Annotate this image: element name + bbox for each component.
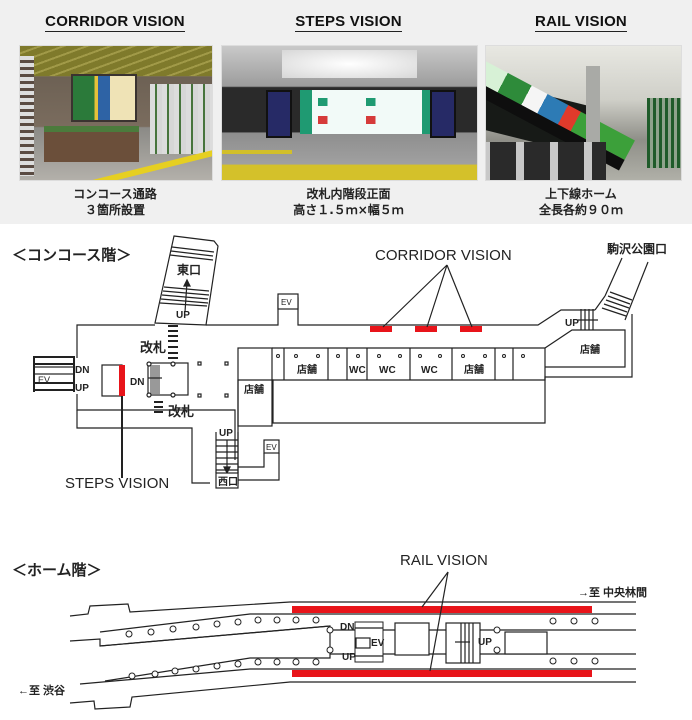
ev-label: EV — [38, 375, 50, 385]
up-arrow-line — [184, 281, 188, 313]
platform-section-label: ＜ホーム階＞ — [12, 561, 102, 579]
photo-info-panel-left — [266, 90, 292, 138]
left-ev-stairs — [33, 356, 75, 392]
dn-label: DN — [340, 622, 354, 633]
rail-vision-marker-upper — [292, 606, 592, 613]
steps-vision-marker — [119, 365, 125, 396]
dn-label: DN — [130, 377, 144, 388]
east-exit-stairs — [154, 235, 219, 326]
to-shibuya-label: ←至 渋谷 — [18, 683, 66, 697]
up-arrow-icon — [183, 278, 191, 287]
callout-leader — [426, 264, 448, 328]
room-shop: 店舗 — [297, 363, 317, 376]
up-label: UP — [478, 637, 492, 648]
exit-east-label: 東口 — [177, 262, 201, 277]
card-title: RAIL VISION — [535, 13, 627, 32]
card-caption: コンコース通路 ３箇所設置 — [73, 187, 157, 217]
platform-pillars — [125, 616, 599, 680]
steps-vision-callout: STEPS VISION — [65, 475, 169, 492]
photo-ceiling — [20, 46, 212, 76]
photo-green-wall — [647, 98, 681, 168]
up-label: UP — [75, 383, 89, 394]
up-label: UP — [342, 652, 356, 663]
gate-label-north: 改札 — [140, 340, 166, 355]
card-caption: 改札内階段正面 高さ１.５ｍ×幅５ｍ — [293, 187, 404, 217]
corridor-vision-photo — [19, 45, 213, 181]
card-steps-vision: STEPS VISION 改札内階段正面 高さ１.５ｍ×幅５ｍ — [221, 0, 478, 224]
ev-box — [277, 293, 299, 310]
photo-pillar — [586, 66, 600, 166]
up-label: UP — [219, 428, 233, 439]
ev-label: EV — [371, 638, 385, 649]
komazawa-exit — [544, 257, 649, 368]
room-wc: WC — [379, 365, 396, 376]
down-arrow-icon — [223, 466, 231, 475]
card-title: CORRIDOR VISION — [45, 13, 185, 32]
to-chuo-rinkan-label: →至 中央林間 — [578, 585, 647, 599]
up-label: UP — [565, 318, 579, 329]
photo-signage-screen — [71, 74, 137, 122]
ev-label: EV — [266, 443, 277, 452]
photo-planter — [44, 126, 139, 162]
ticket-gate-area — [146, 325, 229, 413]
photo-wall-slats — [150, 84, 212, 154]
card-title: STEPS VISION — [295, 13, 402, 32]
room-shop: 店舗 — [244, 383, 264, 396]
photo-tactile-stripe — [222, 150, 292, 154]
corridor-vision-markers — [370, 264, 482, 332]
callout-leader — [429, 571, 449, 672]
rail-vision-marker-lower — [292, 670, 592, 677]
photo-platform-doors — [486, 142, 606, 180]
room-wc: WC — [421, 365, 438, 376]
callout-leader — [421, 571, 449, 608]
corridor-vision-callout: CORRIDOR VISION — [375, 247, 512, 264]
room-wc: WC — [349, 365, 366, 376]
gate-label-south: 改札 — [168, 404, 194, 419]
photo-ceiling-light — [282, 50, 417, 78]
concourse-section-label: ＜コンコース階＞ — [12, 246, 131, 264]
platform-ev-stairs — [354, 621, 548, 664]
corridor-vision-marker — [415, 326, 437, 332]
steps-vision-photo — [221, 45, 478, 181]
room-shop: 店舗 — [464, 363, 484, 376]
floor-plans: ＜コンコース階＞ 東口 UP DN EV UP STEPS VISION DN — [12, 235, 667, 710]
callout-leader — [382, 264, 448, 328]
dn-label: DN — [75, 365, 89, 376]
photo-wall-grille — [20, 56, 34, 176]
rail-vision-callout: RAIL VISION — [400, 552, 488, 569]
card-caption: 上下線ホーム 全長各約９０ｍ — [538, 187, 623, 217]
exit-komazawa-label: 駒沢公園口 — [607, 241, 667, 256]
corridor-vision-marker — [370, 326, 392, 332]
callout-leader — [446, 264, 473, 328]
ev-label: EV — [281, 298, 292, 307]
rail-vision-photo — [485, 45, 682, 181]
card-rail-vision: RAIL VISION 上下線ホーム 全長各約９０ｍ — [470, 0, 692, 224]
corridor-vision-marker — [460, 326, 482, 332]
room-shop: 店舗 — [580, 343, 600, 356]
shop-strip — [237, 347, 546, 427]
exit-west-label: 西口 — [218, 476, 238, 488]
photo-info-panel-right — [430, 90, 456, 138]
up-label: UP — [176, 310, 190, 321]
photo-led-display — [300, 90, 434, 134]
card-corridor-vision: CORRIDOR VISION コンコース通路 ３箇所設置 — [0, 0, 230, 224]
west-exit-stairs — [215, 432, 280, 489]
